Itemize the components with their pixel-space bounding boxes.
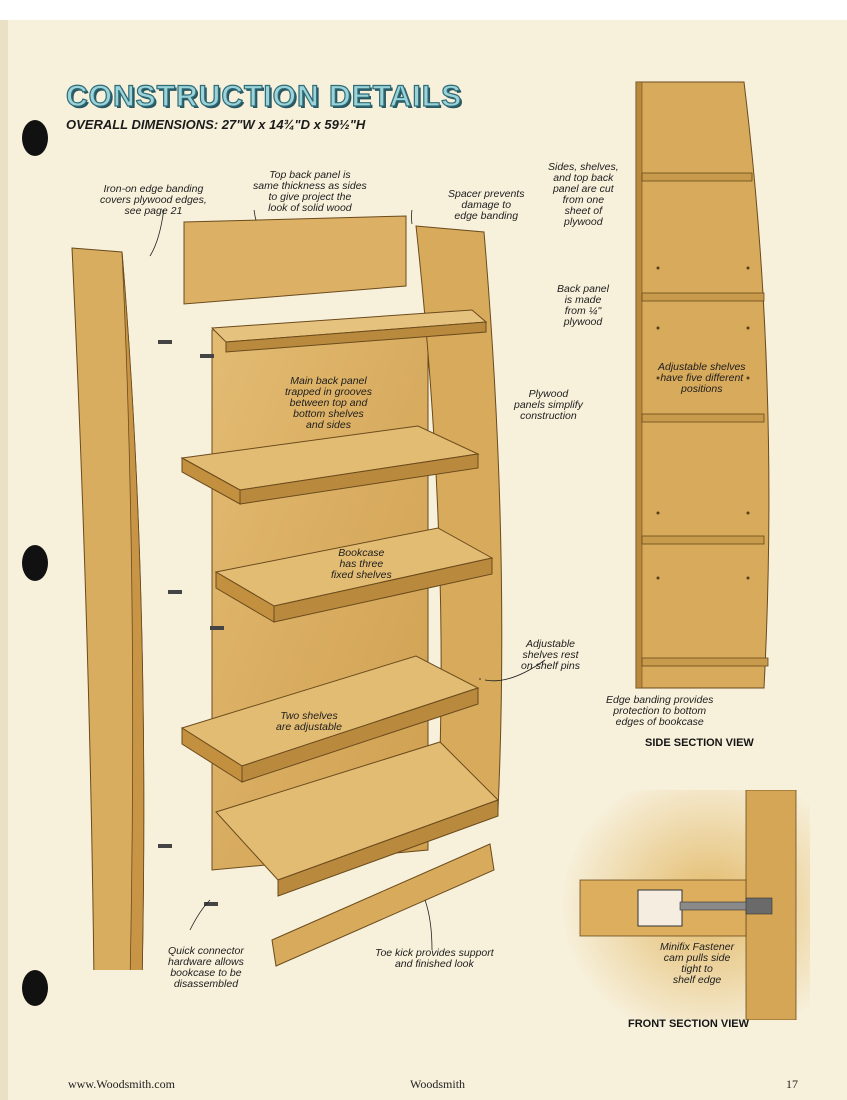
- connector-hardware: [210, 626, 224, 630]
- shelf-top: [210, 309, 488, 353]
- callout-main-back-panel: Main back panel trapped in grooves betwe…: [285, 375, 372, 431]
- connector-hardware: [200, 354, 214, 358]
- shelf-fixed-upper: [180, 425, 480, 505]
- shelf-pin-holes: [656, 266, 750, 580]
- callout-fixed-shelves: Bookcase has three fixed shelves: [331, 547, 392, 581]
- side-section-view-label: SIDE SECTION VIEW: [645, 737, 754, 749]
- shelf-adjustable: [180, 655, 480, 783]
- left-side-edge-banding: [121, 251, 145, 970]
- page-title: CONSTRUCTION DETAILS: [65, 79, 463, 113]
- callout-spacer: Spacer prevents damage to edge banding: [448, 188, 525, 222]
- callout-toe-kick: Toe kick provides support and finished l…: [375, 947, 494, 970]
- callout-top-back-panel: Top back panel is same thickness as side…: [253, 169, 367, 214]
- callout-quick-connector: Quick connector hardware allows bookcase…: [168, 945, 244, 990]
- minifix-fastener: [637, 889, 773, 927]
- front-section-illustration: [560, 790, 810, 1020]
- adjustable-shelf-section: [641, 535, 765, 545]
- callout-one-sheet: Sides, shelves, and top back panel are c…: [548, 161, 619, 228]
- connector-hardware: [168, 590, 182, 594]
- callout-five-positions: Adjustable shelves have five different p…: [658, 361, 746, 395]
- adjustable-shelf-section: [641, 292, 765, 302]
- callout-edge-banding: Iron-on edge banding covers plywood edge…: [100, 183, 207, 217]
- punch-hole-middle: [22, 545, 48, 581]
- callout-bottom-edge-banding: Edge banding provides protection to bott…: [606, 694, 714, 728]
- punch-hole-bottom: [22, 970, 48, 1006]
- connector-hardware: [158, 844, 172, 848]
- exploded-bookcase-illustration: [71, 210, 546, 970]
- connector-hardware: [204, 902, 218, 906]
- punch-hole-top: [22, 120, 48, 156]
- fixed-shelf-section: [641, 413, 765, 423]
- callout-plywood-panels: Plywood panels simplify construction: [514, 388, 583, 422]
- shelf-fixed-middle: [214, 527, 494, 623]
- front-section-view-label: FRONT SECTION VIEW: [628, 1018, 749, 1030]
- callout-minifix: Minifix Fastener cam pulls side tight to…: [660, 941, 735, 986]
- footer-website: www.Woodsmith.com: [68, 1077, 175, 1091]
- toe-kick: [271, 843, 495, 967]
- connector-hardware: [158, 340, 172, 344]
- overall-dimensions: OVERALL DIMENSIONS: 27"W x 14¾"D x 59½"H: [66, 117, 366, 132]
- top-back-panel: [183, 215, 407, 305]
- scan-top-margin: [0, 0, 847, 20]
- callout-back-panel-quarter: Back panel is made from ¼" plywood: [557, 283, 609, 328]
- fixed-shelf-section: [641, 172, 753, 182]
- page-binding-edge: [0, 20, 8, 1100]
- callout-two-adjustable: Two shelves are adjustable: [276, 710, 342, 733]
- callout-shelf-pins: Adjustable shelves rest on shelf pins: [521, 638, 580, 672]
- fixed-shelf-section: [641, 657, 769, 667]
- footer-page-number: 17: [786, 1077, 798, 1091]
- side-section-illustration: [635, 81, 770, 689]
- back-panel-section: [635, 81, 643, 689]
- shelf-bottom: [215, 741, 499, 897]
- footer-magazine-name: Woodsmith: [410, 1077, 466, 1091]
